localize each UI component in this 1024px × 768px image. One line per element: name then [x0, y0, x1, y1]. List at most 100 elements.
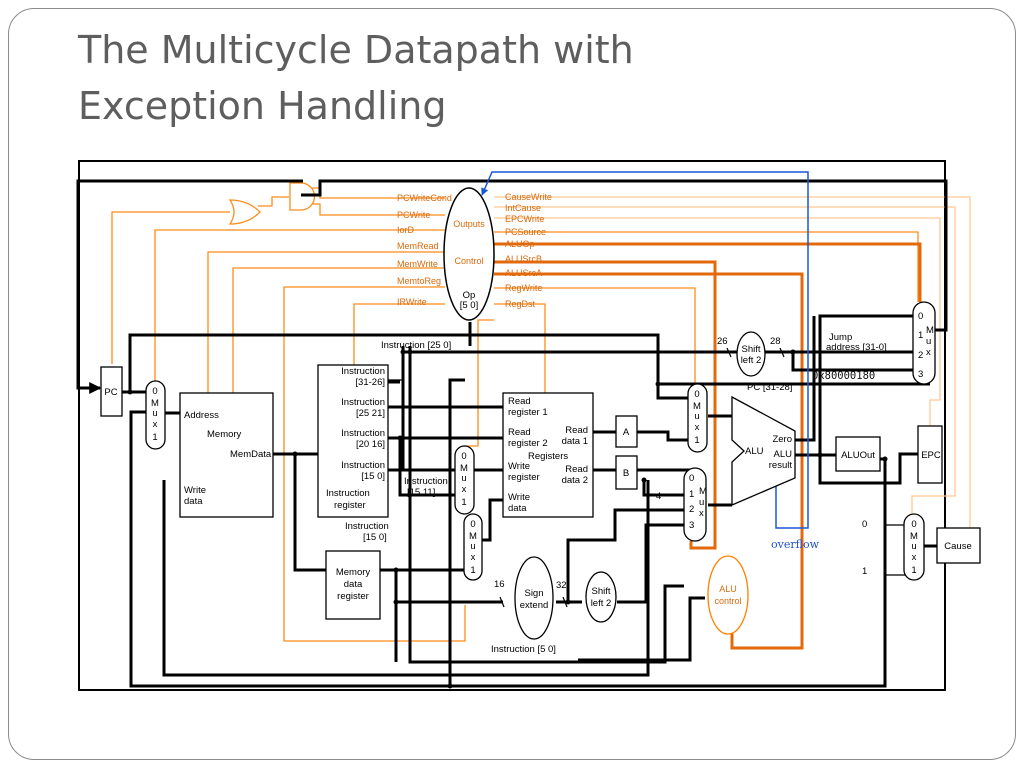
signal-pcsource: PCSource — [505, 227, 546, 237]
memory-block: Address Memory MemData Write data — [179, 392, 274, 518]
alusrcb-mux: 0 1 2 3 M u x — [683, 467, 707, 542]
signal-memtoreg: MemtoReg — [397, 276, 441, 286]
signal-alusrca: ALUSrcA — [505, 268, 542, 278]
register-b: B — [615, 455, 638, 490]
mux-label-x: x — [471, 552, 476, 563]
mux-label-1: 1 — [918, 330, 923, 341]
mux-label-2: 2 — [689, 504, 694, 515]
instruction-register: Instruction [31-26] Instruction [25 21] … — [317, 364, 389, 518]
memory-write-label: Write — [184, 485, 206, 496]
control-op-label: Op — [463, 290, 476, 301]
control-outputs-label: Outputs — [453, 219, 485, 229]
shift-lower-line2: left 2 — [591, 598, 612, 609]
slide-title-line2: Exception Handling — [78, 84, 447, 128]
label-bits-28: 28 — [770, 336, 781, 347]
shift-left-2-upper: Shift left 2 — [736, 331, 766, 377]
register-b-label: B — [623, 468, 629, 479]
ir-field1-bits: [31-26] — [355, 377, 385, 388]
pcsource-mux: 0 1 2 3 M u x — [912, 301, 936, 385]
mux-label-m: M — [469, 531, 477, 542]
alu-control-line2: control — [714, 596, 741, 606]
mux-label-u: u — [926, 336, 931, 347]
pc-label: PC — [104, 387, 117, 398]
ir-field3: Instruction — [341, 428, 385, 439]
register-a: A — [615, 415, 638, 448]
mux-label-u: u — [470, 541, 475, 552]
mdr-line1: Memory — [336, 567, 371, 578]
label-bits-16: 16 — [494, 579, 505, 590]
ir-field4: Instruction — [341, 460, 385, 471]
regs-name: Registers — [528, 451, 568, 462]
cause-label: Cause — [944, 541, 971, 552]
slide-title: The Multicycle Datapath with Exception H… — [78, 22, 838, 134]
mux-label-3: 3 — [918, 369, 923, 380]
mux-label-m: M — [151, 398, 159, 409]
epc-label: EPC — [921, 450, 941, 461]
mux-label-u: u — [152, 408, 157, 419]
mux-label-1: 1 — [911, 565, 916, 576]
mux-label-3: 3 — [689, 520, 694, 531]
or-gate — [228, 196, 289, 225]
alu-result-a: ALU — [774, 449, 793, 460]
mdr-line3: register — [337, 591, 369, 602]
alu-label: ALU — [745, 446, 764, 457]
ir-field2-bits: [25 21] — [356, 408, 385, 419]
alu-zero-port: Zero — [772, 434, 792, 445]
memory-data-label: data — [184, 496, 203, 507]
mux-label-u: u — [911, 541, 916, 552]
regs-read-data1-a: Read — [565, 425, 588, 436]
mux-label-1: 1 — [694, 435, 699, 446]
regs-write-reg-b: register — [508, 472, 540, 483]
sign-extend-line2: extend — [520, 600, 549, 611]
label-cause-input-1: 1 — [862, 566, 867, 577]
mux-label-1: 1 — [470, 565, 475, 576]
signal-memread: MemRead — [397, 241, 439, 251]
signal-alusrcb: ALUSrcB — [505, 254, 542, 264]
alu-control: ALU control — [707, 555, 749, 635]
alusrca-mux: 0 M u x 1 — [687, 383, 708, 453]
regs-read-data2-a: Read — [565, 464, 588, 475]
shift-upper-line1: Shift — [741, 344, 760, 355]
signal-causewrite: CauseWrite — [505, 192, 552, 202]
signal-memwrite: MemWrite — [397, 259, 438, 269]
junction-dots — [127, 349, 888, 689]
epc-register: EPC — [917, 425, 943, 484]
regs-write-data-b: data — [508, 503, 527, 514]
label-cause-input-0: 0 — [862, 519, 867, 530]
mux-label-0: 0 — [918, 311, 923, 322]
label-overflow: overflow — [771, 538, 820, 551]
control-buses — [494, 242, 922, 650]
ir-field4-bits: [15 0] — [361, 471, 385, 482]
regs-read-data2-b: data 2 — [562, 475, 588, 486]
overflow-line — [481, 171, 809, 529]
register-a-label: A — [623, 427, 630, 438]
ir-field1: Instruction — [341, 366, 385, 377]
exception-control-lines — [494, 196, 971, 528]
mux-label-0: 0 — [470, 519, 475, 530]
intcause-mux: 0 M u x 1 — [903, 513, 925, 581]
mux-label-m: M — [926, 325, 934, 336]
mux-label-0: 0 — [461, 451, 466, 462]
memtoreg-mux: 0 M u x 1 — [463, 513, 483, 581]
mux-label-u: u — [694, 411, 699, 422]
control-unit: Outputs Control Op [5 0] — [443, 187, 495, 321]
memory-address-port: Address — [184, 410, 219, 421]
ir-field2: Instruction — [341, 397, 385, 408]
label-constant-4: 4 — [656, 491, 661, 502]
mux-label-0: 0 — [911, 519, 916, 530]
mux-label-1: 1 — [461, 497, 466, 508]
label-jump-address-a: Jump — [829, 332, 852, 343]
mdr-line2: data — [344, 579, 363, 590]
mux-label-0: 0 — [152, 386, 157, 397]
memory-data-register: Memory data register — [325, 550, 381, 620]
bus-width-marks — [499, 347, 785, 608]
slide-title-line1: The Multicycle Datapath with — [78, 28, 634, 72]
sign-extend-line1: Sign — [524, 588, 543, 599]
label-instr-15-0-b: [15 0] — [363, 532, 387, 543]
mux-label-m: M — [693, 401, 701, 412]
signal-pcwritecond: PCWriteCond — [397, 193, 452, 203]
label-instr-15-11-a: Instruction — [404, 476, 448, 487]
regs-read-reg1-b: register 1 — [508, 407, 548, 418]
mux-label-u: u — [699, 497, 704, 508]
